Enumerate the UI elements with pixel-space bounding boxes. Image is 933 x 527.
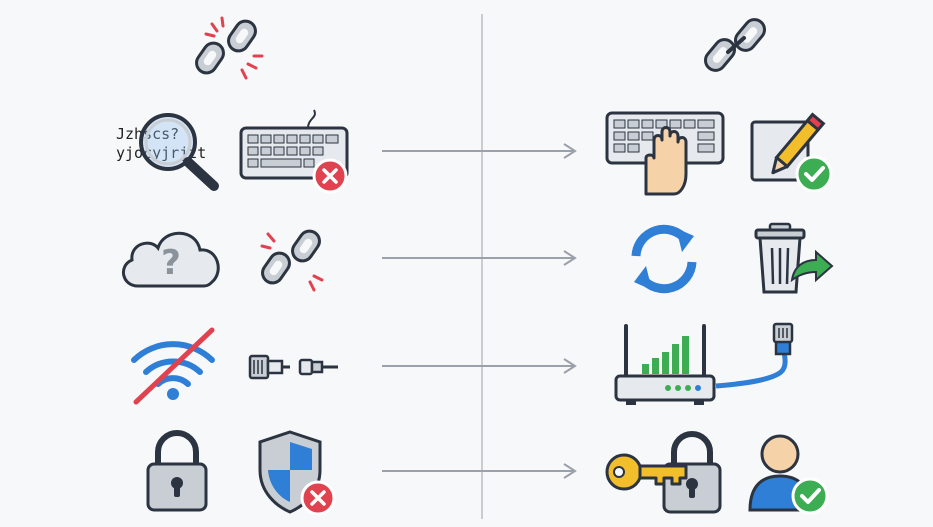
- arrow-row-1-icon: [382, 143, 577, 159]
- user-verified-icon: [748, 434, 829, 515]
- trash-restore-icon: [754, 222, 834, 294]
- broken-link-icon: [195, 16, 264, 80]
- broken-link-icon: [260, 229, 324, 292]
- magnifier-icon: [139, 113, 219, 191]
- svg-text:?: ?: [161, 243, 181, 283]
- edit-approved-icon: [750, 112, 833, 193]
- refresh-icon: [631, 224, 697, 294]
- keyboard-error-icon: [239, 109, 349, 194]
- key-unlock-icon: [605, 431, 722, 514]
- cable-connected-icon: [715, 322, 794, 389]
- arrow-row-3-icon: [382, 358, 577, 374]
- wifi-off-icon: [131, 327, 215, 405]
- chain-link-icon: [704, 18, 766, 72]
- keyboard-typing-icon: [605, 111, 725, 196]
- shield-error-icon: [258, 430, 336, 516]
- arrow-row-4-icon: [382, 463, 577, 479]
- router-signal-icon: [614, 324, 716, 405]
- arrow-row-2-icon: [382, 250, 577, 266]
- unplugged-cable-icon: [248, 354, 338, 380]
- cloud-question-icon: ?: [122, 231, 220, 288]
- padlock-icon: [146, 430, 208, 512]
- center-divider: [481, 14, 483, 519]
